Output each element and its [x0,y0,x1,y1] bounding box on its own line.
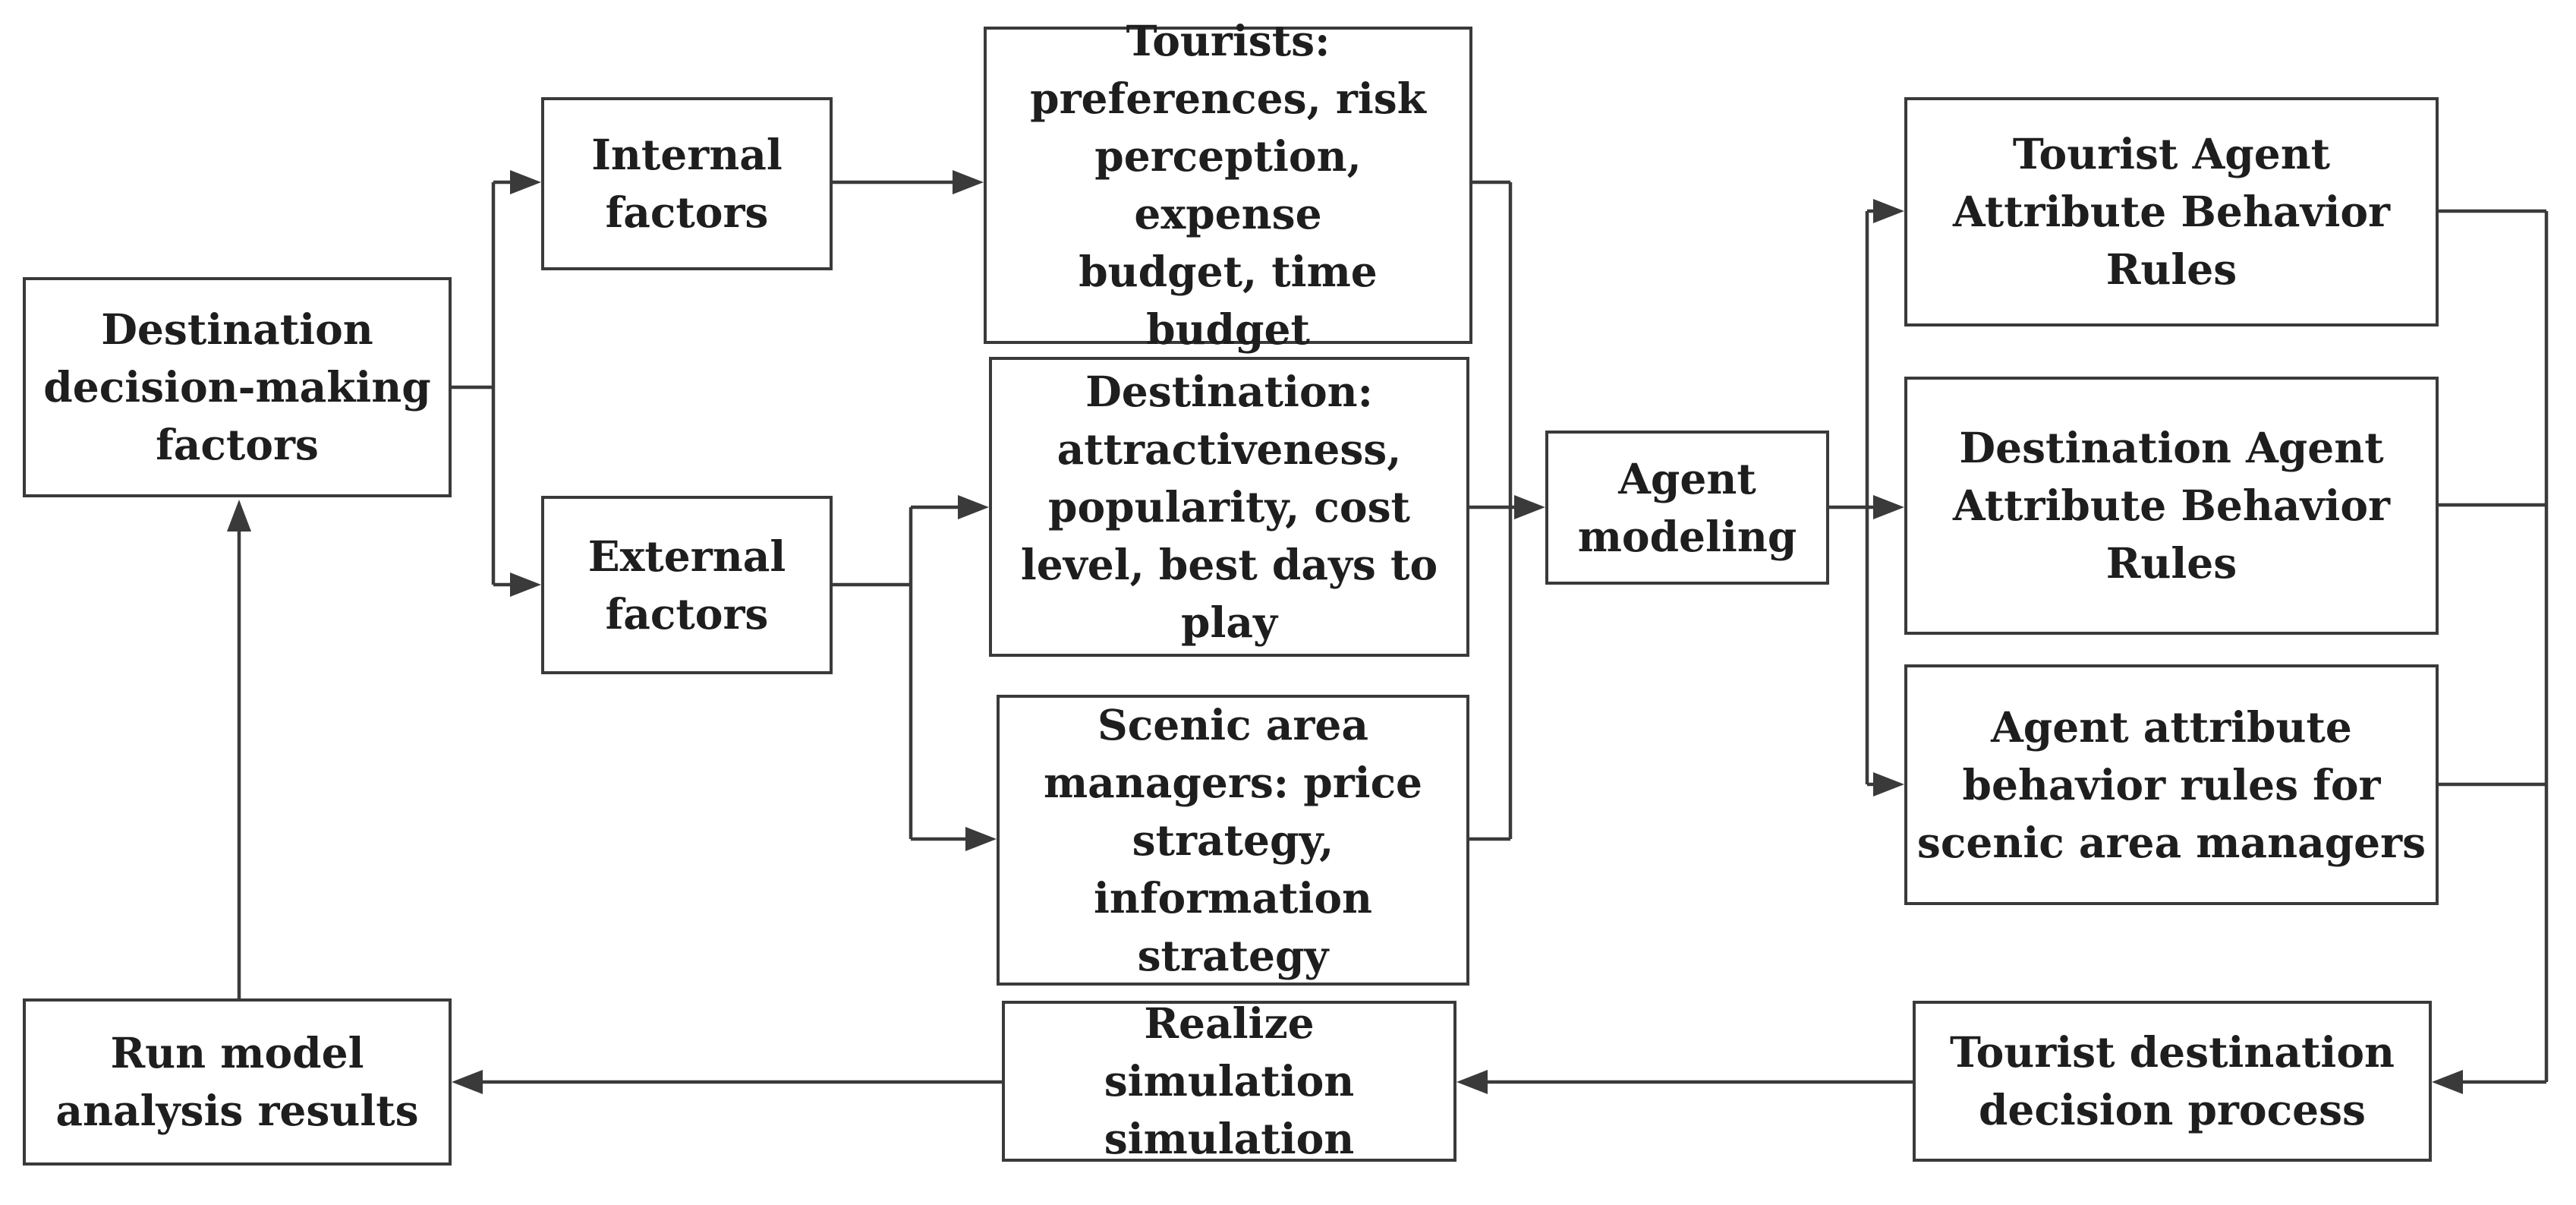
tourist-agent-rules-box: Tourist Agent Attribute Behavior Rules [1904,97,2439,326]
scenic-managers-box: Scenic area managers: price strategy, in… [997,695,1469,986]
arrow-to-internal [510,170,541,194]
internal-factors-box: Internal factors [541,97,833,270]
run-model-box: Run model analysis results [23,998,452,1166]
arrow-to-destination-factors [227,500,251,532]
destination-factors-box: Destination decision-making factors [23,277,452,497]
decision-process-box: Tourist destination decision process [1913,1001,2432,1162]
arrow-to-external [510,573,541,597]
manager-agent-rules-box: Agent attribute behavior rules for sceni… [1904,664,2439,905]
arrow-to-destination-agent [1873,495,1904,519]
tourists-box: Tourists: preferences, risk perception, … [984,16,1472,354]
arrow-to-destination [958,495,989,519]
arrow-to-agent-modeling [1514,495,1545,519]
arrow-to-managers [965,827,997,851]
arrow-to-manager-agent [1873,772,1904,796]
destination-agent-rules-box: Destination Agent Attribute Behavior Rul… [1904,377,2439,635]
arrow-to-realize-simulation [1456,1070,1488,1094]
arrow-to-run-model [452,1070,483,1094]
realize-simulation-box: Realize simulation simulation [1002,998,1456,1163]
arrow-to-tourists [953,170,984,194]
arrow-to-tourist-agent [1873,199,1904,223]
agent-modeling-box: Agent modeling [1545,431,1829,585]
arrow-to-decision-process [2432,1070,2463,1094]
destination-box: Destination: attractiveness, popularity,… [989,357,1469,657]
external-factors-box: External factors [541,496,833,674]
